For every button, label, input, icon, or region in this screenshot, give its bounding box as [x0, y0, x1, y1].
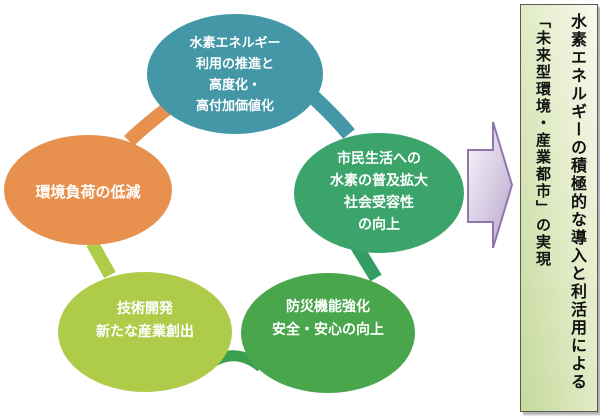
result-banner-line2: 「未来型環境・産業都市」の実現 [534, 13, 552, 268]
connector-tech-to-env [86, 239, 116, 279]
bubble-citizen-life [294, 133, 464, 253]
bubble-technology [58, 272, 232, 392]
result-banner-line1: 水素エネルギーの積極的な導入と利活用による [568, 13, 587, 391]
bubble-disaster-prevention [241, 273, 415, 393]
result-banner: 水素エネルギーの積極的な導入と利活用による 「未来型環境・産業都市」の実現 [520, 4, 598, 412]
connector-env-to-hydrogen [124, 101, 174, 146]
flow-right-arrow-icon [467, 121, 514, 249]
bubble-environmental-load [4, 135, 172, 245]
bubble-hydrogen-promotion [147, 14, 323, 134]
